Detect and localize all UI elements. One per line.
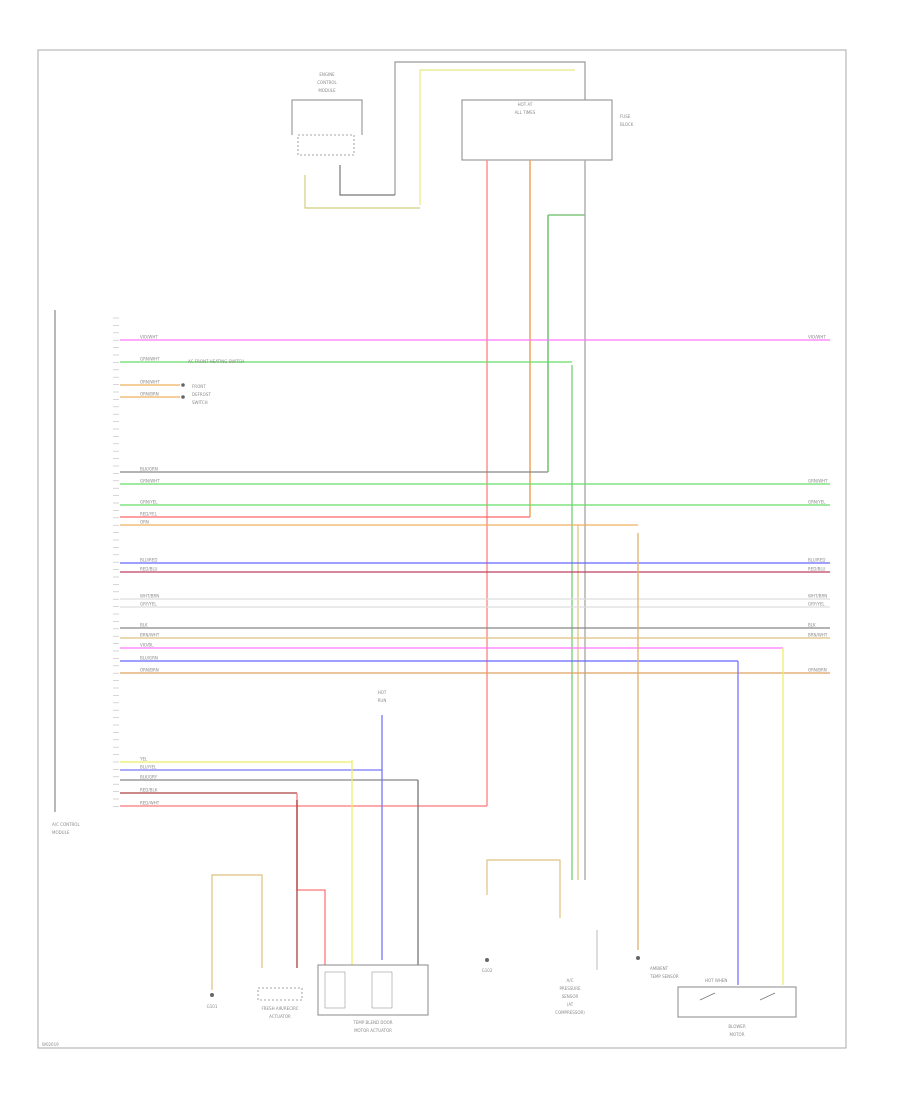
diagram-border (37, 49, 847, 1049)
wire-label: VIO/WHT (140, 335, 158, 340)
wire-label: WHT/BRN (140, 594, 159, 599)
svg-text:BLOWER: BLOWER (728, 1024, 745, 1029)
ground-symbol-2 (485, 958, 489, 962)
svg-text:A/C: A/C (567, 978, 574, 983)
wire-label: ORN/BRN (140, 668, 159, 673)
fuse-box-label-2: ALL TIMES (515, 110, 536, 115)
svg-text:DEFROST: DEFROST (192, 392, 211, 397)
svg-text:FRESH AIR/RECIRC: FRESH AIR/RECIRC (261, 1006, 298, 1011)
wire-right-label: GRY/YEL (808, 602, 825, 607)
wire-left-ground (211, 874, 263, 990)
hot-run-label-1: HOT (378, 690, 387, 695)
pressure-sensor: A/C PRESSURE SENSOR (AT COMPRESSOR) (555, 978, 585, 1015)
bottom-wire-label: YEL (139, 757, 148, 762)
wire-label: GRN/WHT (140, 357, 160, 362)
fuse-right-label-2: BLOCK (620, 122, 634, 127)
fresh-air-actuator: FRESH AIR/RECIRC ACTUATOR (257, 987, 303, 1019)
wire-label: RED/BLU (140, 567, 158, 572)
wire-label: BLK/GRN (140, 467, 158, 472)
wire-label: BLU/GRN (140, 656, 158, 661)
wire-right-label: ORN/BRN (808, 668, 827, 673)
svg-text:AMBIENT: AMBIENT (650, 966, 669, 971)
wire-label: ORN/BRN (140, 392, 159, 397)
wire-right-label: WHT/BRN (808, 594, 827, 599)
bottom-wire-label: BLU/YEL (140, 765, 157, 770)
front-defrost-label: FRONT DEFROST SWITCH (181, 383, 211, 405)
wire-right-label: RED/BLU (808, 567, 826, 572)
engine-control-label-1: ENGINE (319, 72, 335, 77)
bottom-wire-label: RED/WHT (140, 801, 160, 806)
wire-label: RED/YEL (140, 512, 158, 517)
wire-top-black (339, 165, 395, 196)
ac-note: AC FRONT HEATING SWITCH (188, 359, 244, 364)
wire-top-gray-1 (394, 61, 586, 195)
blower-motor: HOT WHEN BLOWER MOTOR (677, 978, 797, 1037)
wire-right-label: BLU/RED (808, 558, 825, 563)
engine-control-module: ENGINE CONTROL MODULE (291, 72, 363, 156)
wire-label: BLK (140, 623, 148, 628)
page-ref: W02019 (42, 1042, 59, 1047)
svg-text:SWITCH: SWITCH (192, 400, 208, 405)
main-module-label-2: MODULE (52, 830, 70, 835)
wire-top-yg (304, 175, 420, 209)
wire-label: ORN/WHT (140, 380, 160, 385)
wire-right-label: GRN/YEL (808, 500, 826, 505)
engine-control-label-2: CONTROL (317, 80, 337, 85)
bottom-wire-label: RED/BLK (140, 788, 158, 793)
svg-text:(AT: (AT (567, 1002, 574, 1007)
main-module-label-1: A/C CONTROL (52, 822, 80, 827)
wire-right-label: VIO/WHT (808, 335, 826, 340)
wire-red-down-1 (296, 793, 326, 965)
wire-right-label: BLK (808, 623, 816, 628)
svg-text:ACTUATOR: ACTUATOR (269, 1014, 291, 1019)
wire-label: BRN/WHT (140, 633, 160, 638)
svg-text:HOT WHEN: HOT WHEN (705, 978, 727, 983)
wire-label: GRN/YEL (140, 500, 158, 505)
wire-top-yellow (419, 69, 575, 205)
svg-text:MOTOR ACTUATOR: MOTOR ACTUATOR (354, 1028, 392, 1033)
fuse-box: HOT AT ALL TIMES FUSE BLOCK (461, 99, 634, 161)
svg-text:FRONT: FRONT (192, 384, 206, 389)
blend-door-motor: TEMP BLEND DOOR MOTOR ACTUATOR (317, 964, 429, 1033)
wire-label: BLU/RED (140, 558, 157, 563)
engine-control-label-3: MODULE (318, 88, 336, 93)
wire-right-label: GRN/WHT (808, 479, 828, 484)
svg-text:TEMP SENSOR: TEMP SENSOR (649, 974, 679, 979)
wire-label: GRN/WHT (140, 479, 160, 484)
ambient-sensor: AMBIENT TEMP SENSOR (636, 956, 679, 979)
ground-symbol (210, 993, 214, 997)
fuse-box-label-1: HOT AT (518, 102, 533, 107)
svg-text:MOTOR: MOTOR (730, 1032, 745, 1037)
wire-right-label: BRN/WHT (808, 633, 828, 638)
svg-text:PRESSURE: PRESSURE (559, 986, 581, 991)
ground-label: G101 (207, 1004, 218, 1009)
horizontal-wires: VIO/WHT VIO/WHT GRN/WHT ORN/WHT ORN/BRN BLK/G… (120, 335, 830, 807)
bottom-wire-label: BLK/GRY (140, 775, 158, 780)
wire-tan-pressure (486, 859, 561, 918)
hot-run-label-2: RUN (378, 698, 387, 703)
fuse-right-label-1: FUSE (620, 114, 631, 119)
svg-text:TEMP BLEND DOOR: TEMP BLEND DOOR (352, 1020, 392, 1025)
ground-label-2: G102 (482, 968, 493, 973)
svg-text:SENSOR: SENSOR (562, 994, 579, 999)
wire-label: ORN (140, 520, 149, 525)
wire-label: GRY/YEL (140, 602, 157, 607)
connector-pins (113, 317, 119, 807)
wire-label: VIO/BL (140, 643, 154, 648)
svg-text:COMPRESSOR): COMPRESSOR) (555, 1010, 585, 1015)
